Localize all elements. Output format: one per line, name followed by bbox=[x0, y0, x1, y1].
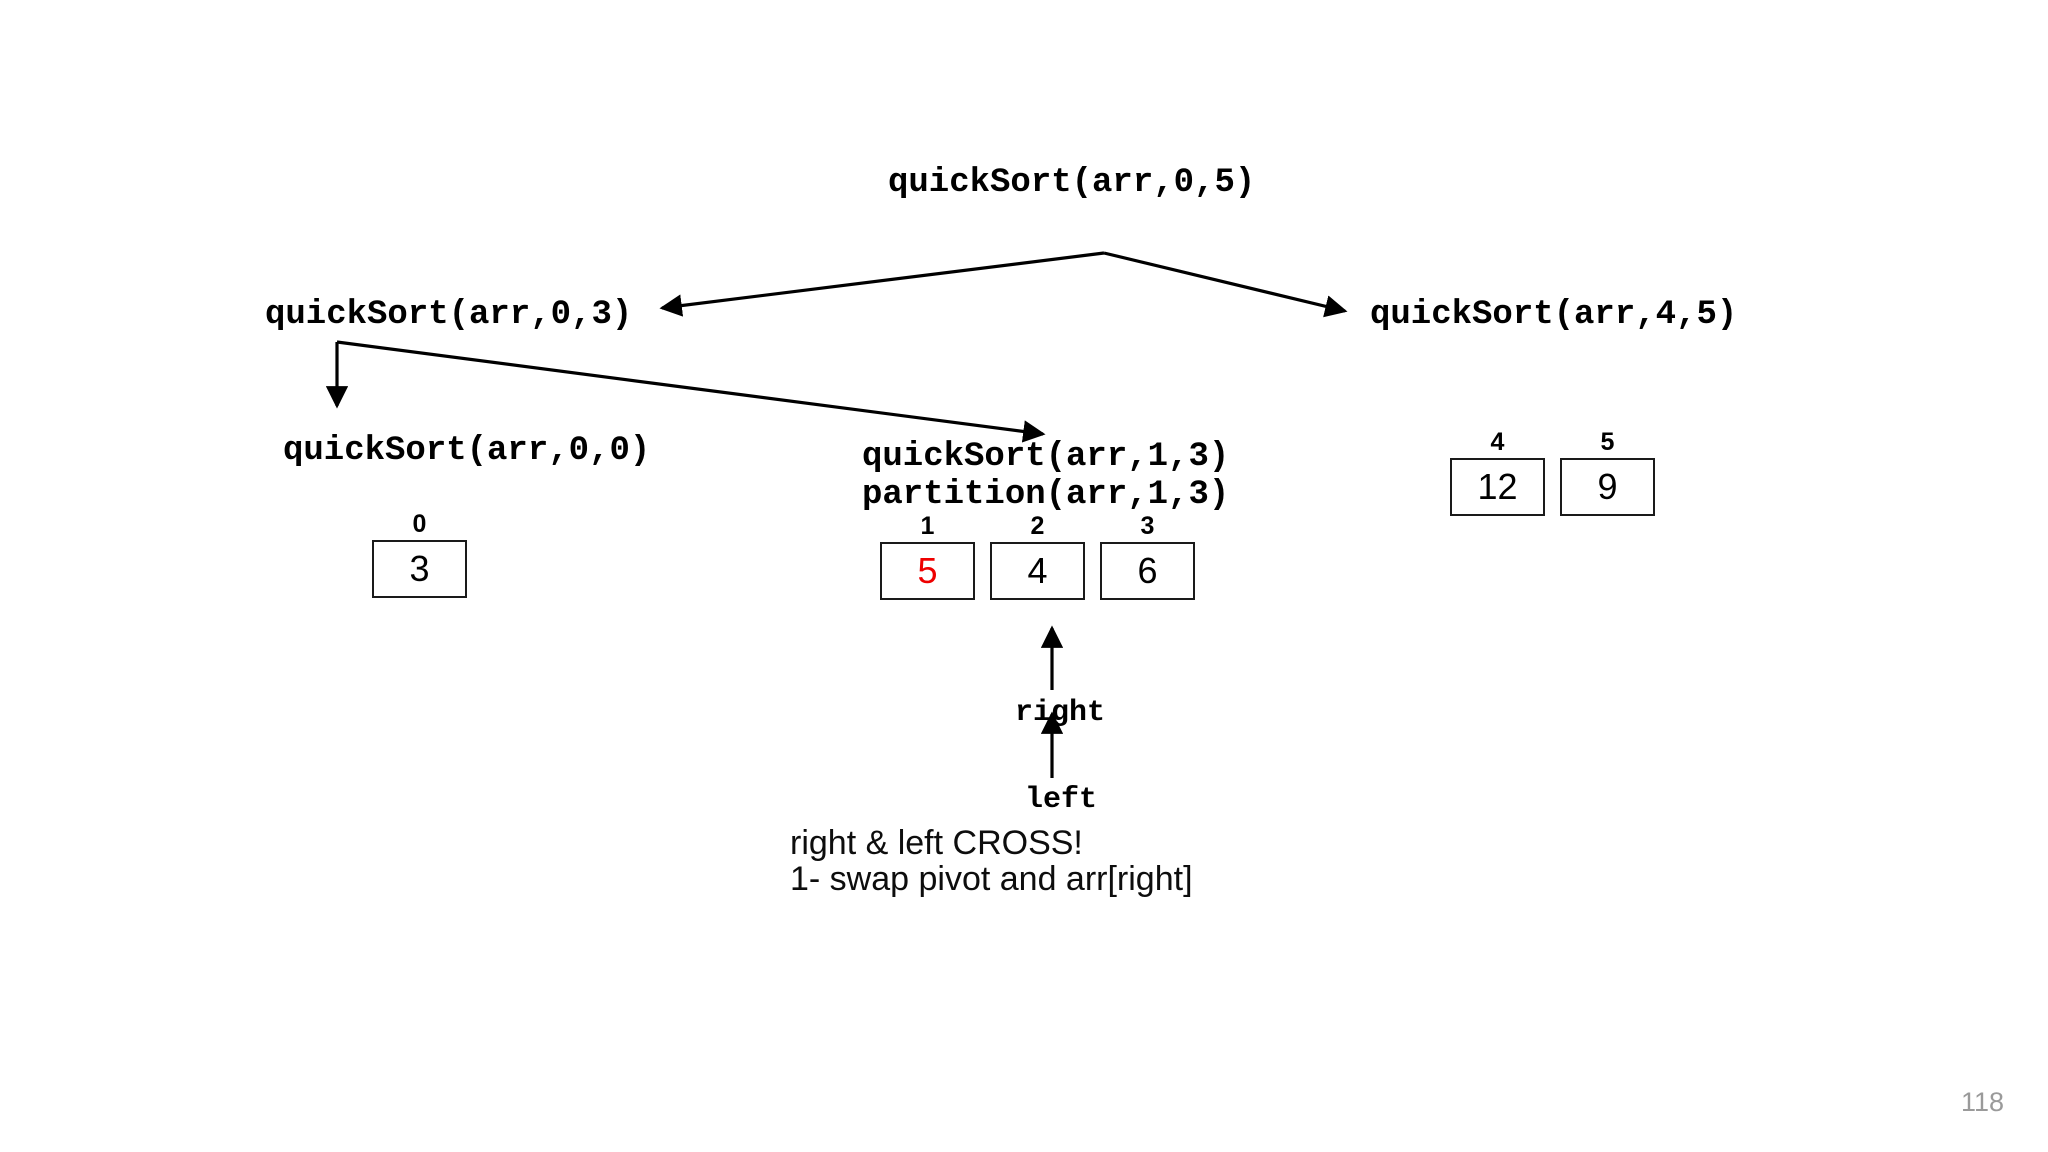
array-cell: 3 bbox=[372, 540, 467, 598]
slide-number: 118 bbox=[1960, 1087, 2004, 1117]
caption-line-swap: 1- swap pivot and arr[right] bbox=[790, 860, 1193, 898]
tree-node-quicksort-1-3: quickSort(arr,1,3) bbox=[862, 438, 1230, 476]
tree-node-quicksort-0-0: quickSort(arr,0,0) bbox=[283, 432, 651, 470]
array-index-label: 0 bbox=[412, 510, 427, 538]
tree-node-root: quickSort(arr,0,5) bbox=[888, 164, 1256, 202]
pointer-label-left: left bbox=[1025, 783, 1098, 817]
tree-node-partition-1-3: partition(arr,1,3) bbox=[862, 476, 1230, 514]
array-index-label: 1 bbox=[920, 512, 935, 540]
caption-line-cross: right & left CROSS! bbox=[790, 824, 1083, 862]
tree-node-quicksort-0-3: quickSort(arr,0,3) bbox=[265, 296, 633, 334]
edge-left-to-13 bbox=[336, 340, 1046, 443]
pointer-label-right: right bbox=[1015, 696, 1106, 730]
tree-node-quicksort-4-5: quickSort(arr,4,5) bbox=[1370, 296, 1738, 334]
edge-root-to-right bbox=[1103, 251, 1348, 318]
array-cell: 4 bbox=[990, 542, 1085, 600]
array-cell-pivot: 5 bbox=[880, 542, 975, 600]
array-cell: 9 bbox=[1560, 458, 1655, 516]
array-index-label: 3 bbox=[1140, 512, 1155, 540]
array-index-label: 2 bbox=[1030, 512, 1045, 540]
array-index-label: 5 bbox=[1600, 428, 1615, 456]
array-cell: 12 bbox=[1450, 458, 1545, 516]
array-index-label: 4 bbox=[1490, 428, 1505, 456]
array-cell: 6 bbox=[1100, 542, 1195, 600]
edge-root-to-left bbox=[659, 251, 1105, 317]
